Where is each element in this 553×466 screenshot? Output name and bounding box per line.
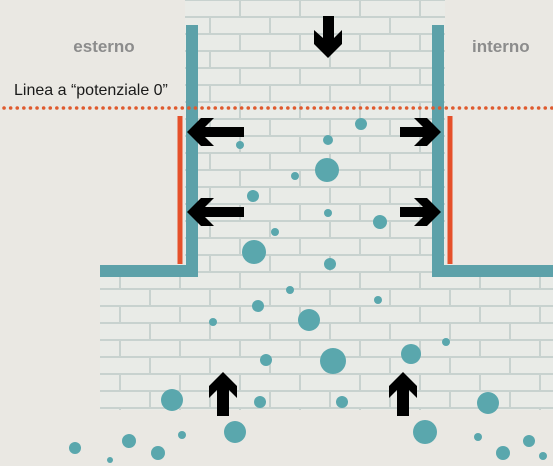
moisture-droplet-icon — [161, 389, 183, 411]
pressure-arrows — [187, 16, 441, 416]
waterproofing-profile — [100, 25, 553, 277]
moisture-droplet-icon — [477, 392, 499, 414]
moisture-droplet-icon — [413, 420, 437, 444]
arrow-right-icon — [400, 118, 441, 146]
moisture-droplet-icon — [323, 135, 333, 145]
moisture-droplet-icon — [286, 286, 294, 294]
moisture-droplet-icon — [324, 258, 336, 270]
moisture-droplet-icon — [122, 434, 136, 448]
moisture-droplet-icon — [107, 457, 113, 463]
moisture-droplet-icon — [254, 396, 266, 408]
arrow-right-icon — [400, 198, 441, 226]
zero-potential-line-label: Linea a “potenziale 0” — [14, 82, 168, 99]
moisture-droplet-icon — [242, 240, 266, 264]
arrow-left-icon — [187, 198, 244, 226]
arrow-up-icon — [209, 372, 237, 416]
moisture-droplet-icon — [442, 338, 450, 346]
moisture-droplet-icon — [291, 172, 299, 180]
moisture-droplet-icon — [336, 396, 348, 408]
moisture-droplet-icon — [373, 215, 387, 229]
moisture-droplet-icon — [496, 446, 510, 460]
outside-label: esterno — [73, 37, 134, 56]
moisture-droplet-icon — [324, 209, 332, 217]
moisture-droplet-icon — [247, 190, 259, 202]
moisture-droplet-icon — [374, 296, 382, 304]
moisture-droplet-icon — [320, 348, 346, 374]
moisture-droplet-icon — [474, 433, 482, 441]
inside-label: interno — [472, 37, 530, 56]
moisture-droplet-icon — [252, 300, 264, 312]
arrow-down-icon — [314, 16, 342, 58]
moisture-droplet-icon — [178, 431, 186, 439]
moisture-droplet-icon — [209, 318, 217, 326]
moisture-droplet-icon — [236, 141, 244, 149]
moisture-droplet-icon — [260, 354, 272, 366]
arrow-left-icon — [187, 118, 244, 146]
moisture-droplet-icon — [539, 452, 547, 460]
moisture-droplet-icon — [224, 421, 246, 443]
moisture-droplet-icon — [355, 118, 367, 130]
moisture-droplet-icon — [271, 228, 279, 236]
moisture-droplet-icon — [298, 309, 320, 331]
moisture-droplet-icon — [69, 442, 81, 454]
moisture-droplets — [69, 118, 547, 463]
moisture-droplet-icon — [401, 344, 421, 364]
moisture-droplet-icon — [523, 435, 535, 447]
moisture-droplet-icon — [315, 158, 339, 182]
moisture-droplet-icon — [151, 446, 165, 460]
arrow-up-icon — [389, 372, 417, 416]
